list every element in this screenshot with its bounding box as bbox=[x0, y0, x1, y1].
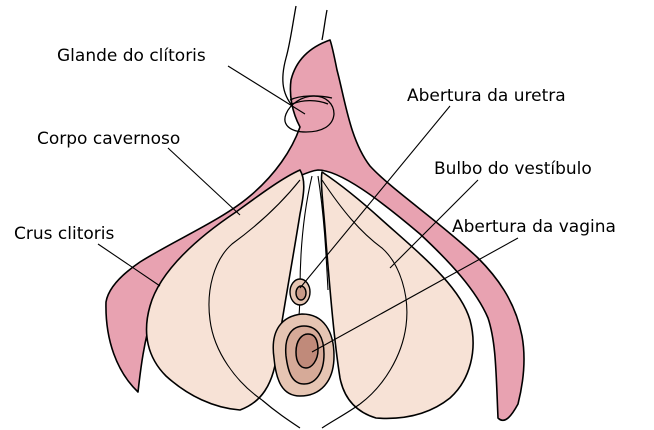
label-vaginal-opening: Abertura da vagina bbox=[452, 217, 616, 237]
lower-folds bbox=[262, 400, 360, 428]
label-glans: Glande do clítoris bbox=[57, 46, 206, 66]
label-urethra-opening: Abertura da uretra bbox=[407, 86, 566, 106]
label-vestibular-bulb: Bulbo do vestíbulo bbox=[434, 159, 592, 179]
vaginal-opening-shape bbox=[273, 314, 334, 396]
label-crus: Crus clitoris bbox=[14, 224, 114, 244]
label-body: Corpo cavernoso bbox=[37, 129, 180, 149]
urethra-opening-shape bbox=[290, 279, 310, 305]
leader-line-body bbox=[168, 148, 240, 215]
